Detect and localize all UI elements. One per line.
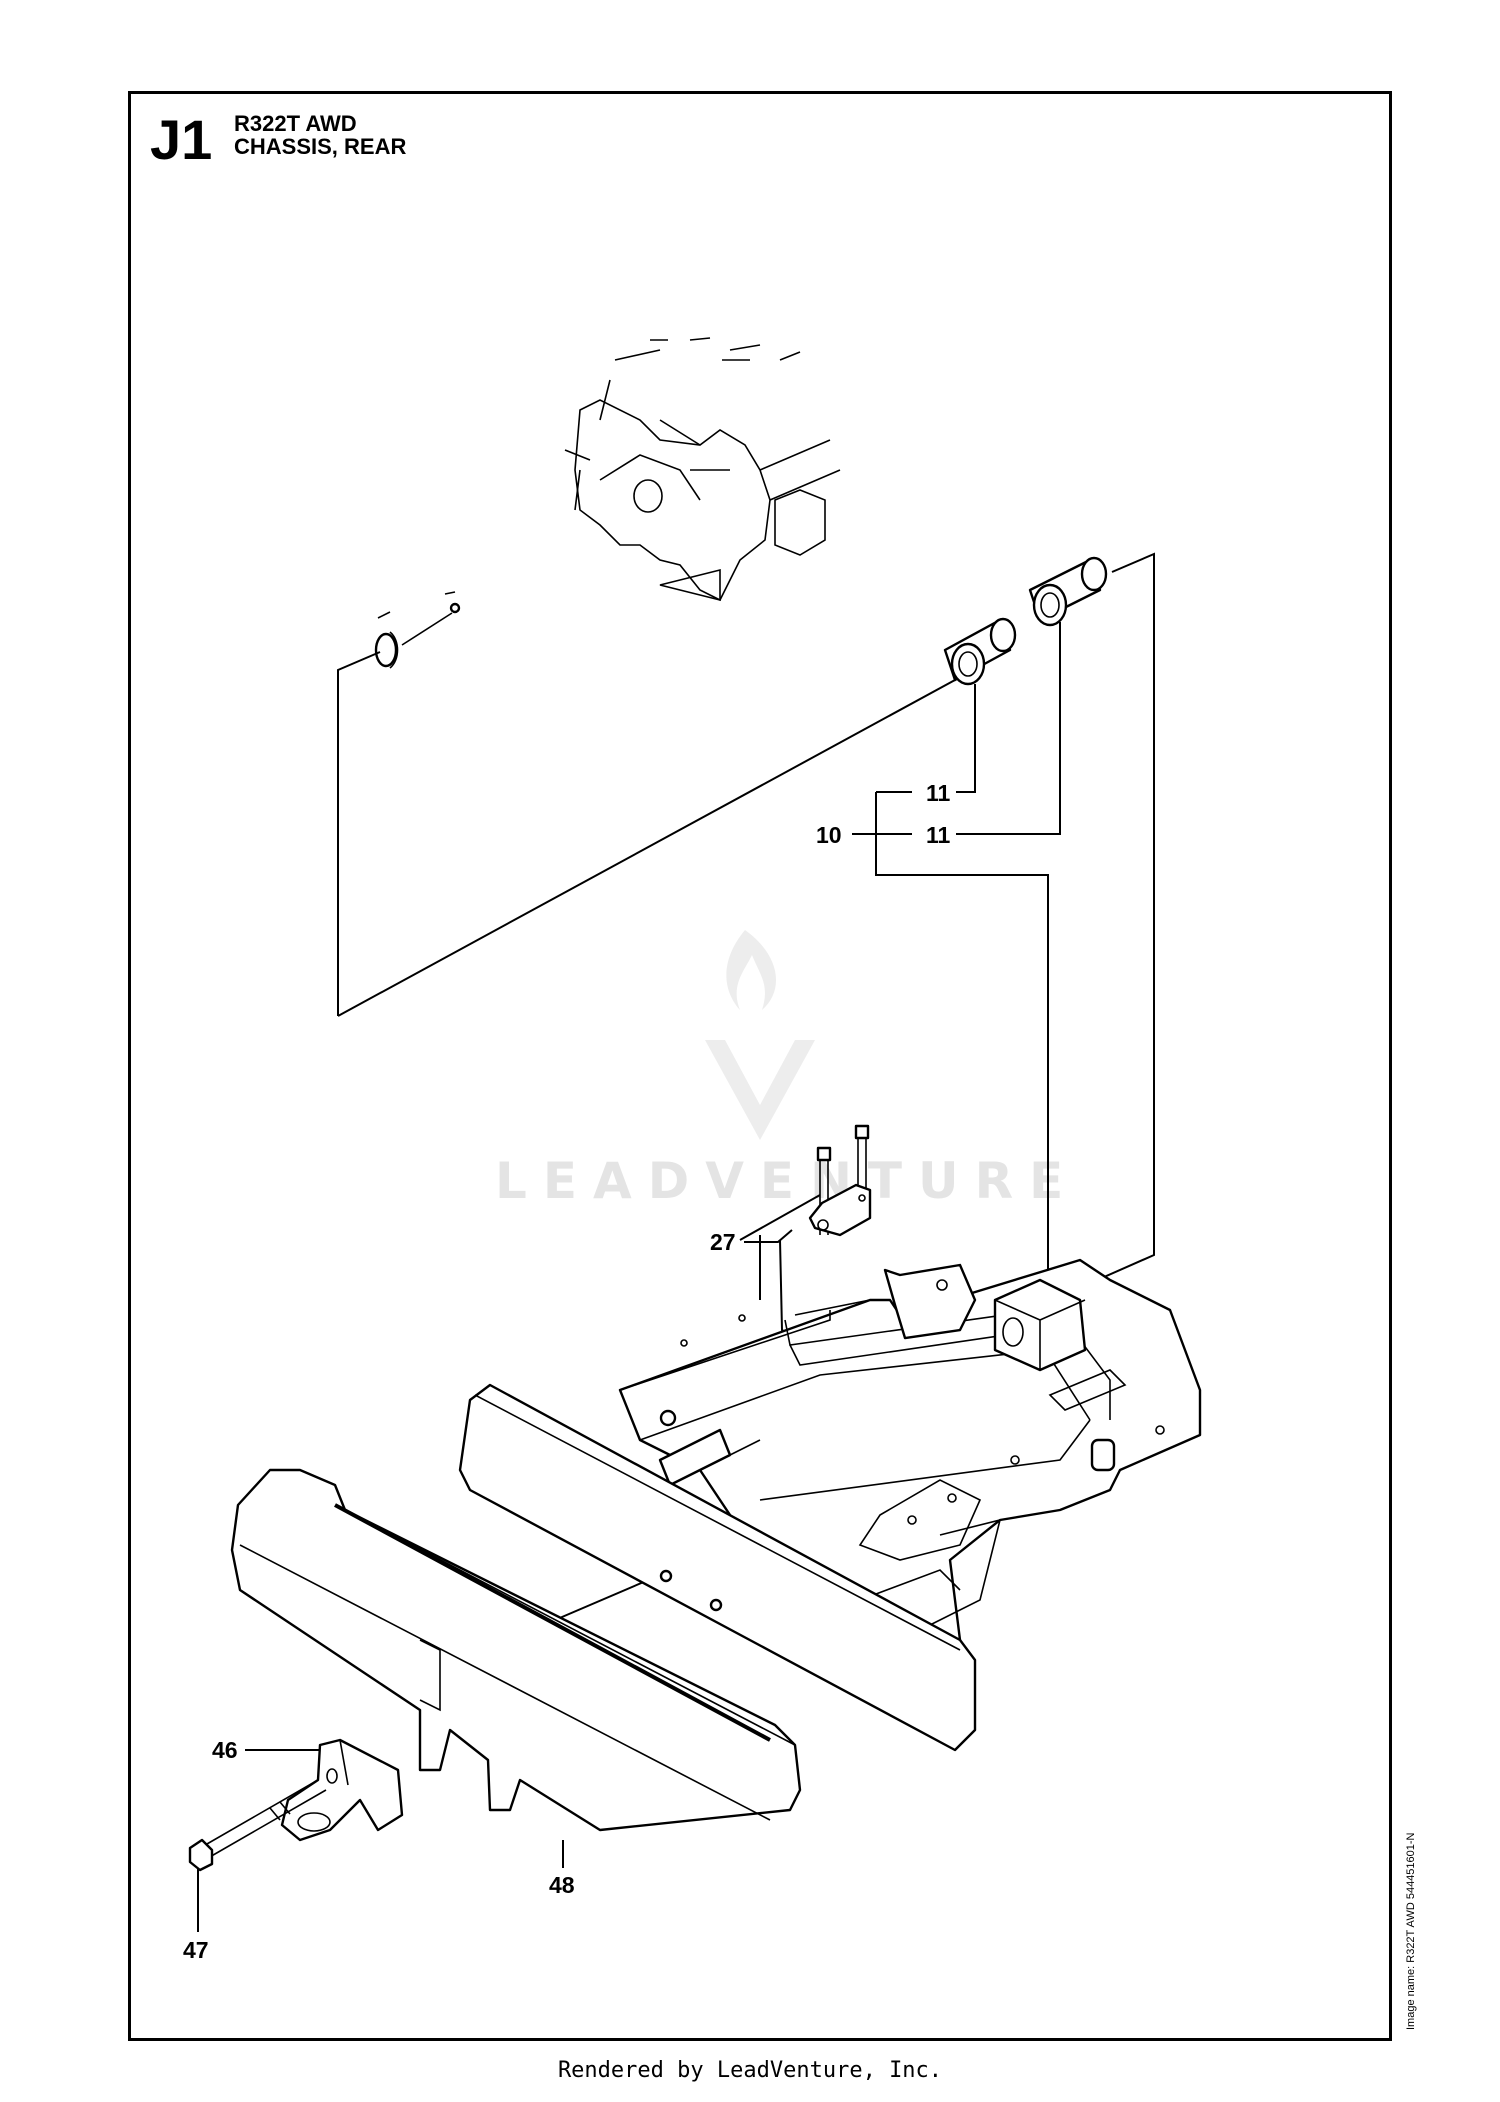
upper-chassis-fragment [564, 337, 841, 602]
rear-weight [230, 1468, 802, 1832]
hitch-bracket [280, 1738, 404, 1842]
bushing-front [943, 617, 1017, 686]
image-name-label: Image name: R322T AWD 544451601-N [1405, 1832, 1417, 2030]
callout-46: 46 [212, 1737, 238, 1763]
callout-47: 47 [183, 1937, 209, 1963]
callout-11-front: 11 [926, 780, 951, 806]
bolts-27 [808, 1124, 872, 1237]
callout-27: 27 [710, 1229, 736, 1255]
callout-48: 48 [549, 1872, 575, 1898]
callout-leaders [197, 1229, 793, 1932]
model-name: R322T AWD [234, 111, 357, 136]
small-bushing [374, 591, 461, 669]
watermark-text: LEADVENTURE [495, 1152, 1080, 1210]
title-block: R322T AWD CHASSIS, REAR [234, 112, 406, 158]
bumper-plate [458, 1383, 977, 1752]
callout-labels: 10 11 11 27 46 47 48 [183, 780, 951, 1963]
diagram-frame [128, 91, 1392, 2041]
section-title: CHASSIS, REAR [234, 134, 407, 159]
callout-10: 10 [816, 822, 842, 848]
section-code: J1 [150, 108, 213, 171]
watermark-logo [705, 930, 815, 1140]
hitch-bolt [188, 1779, 327, 1872]
footer-credit: Rendered by LeadVenture, Inc. [557, 2058, 943, 2083]
bushing-rear [1028, 556, 1108, 627]
callout-11-rear: 11 [926, 822, 951, 848]
